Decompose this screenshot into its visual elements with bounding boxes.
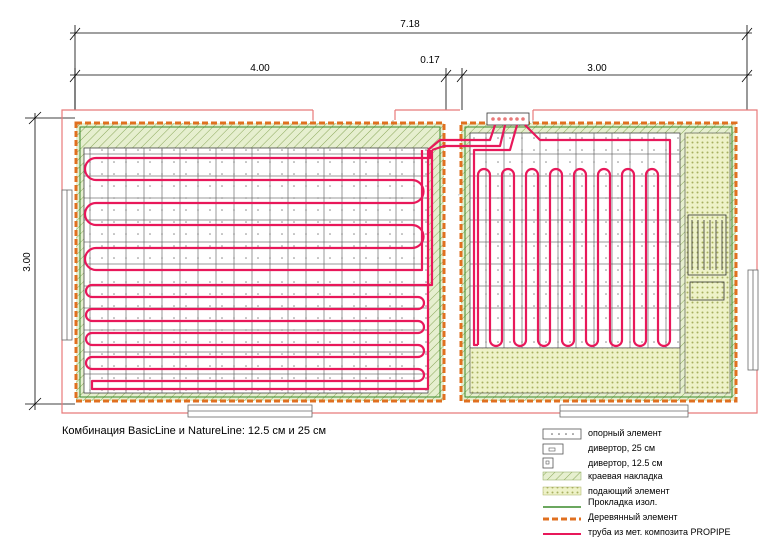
pipe-loop-left-lower xyxy=(84,150,434,391)
plan-caption: Комбинация BasicLine и NatureLine: 12.5 … xyxy=(62,425,327,437)
left-room xyxy=(74,121,446,403)
dim-left-width-label: 4.00 xyxy=(250,63,270,74)
pipe-feed-right-a xyxy=(524,124,672,175)
pipe-loop-right xyxy=(476,167,672,348)
dim-gap-label: 0.17 xyxy=(420,55,440,66)
heating-pipes xyxy=(83,124,672,391)
dim-height-label: 3.00 xyxy=(22,252,33,272)
legend-label: труба из мет. композита PROPIPE xyxy=(588,527,731,537)
manifold xyxy=(486,112,530,126)
legend-label: подающий элемент xyxy=(588,486,670,496)
legend-label: дивертор, 12.5 см xyxy=(588,458,663,468)
dimension-lines xyxy=(25,25,753,411)
dim-right-width-label: 3.00 xyxy=(587,63,607,74)
windows xyxy=(61,189,759,418)
outer-walls xyxy=(61,109,758,414)
pipe-feed-left-a xyxy=(427,124,497,151)
legend-label: опорный элемент xyxy=(588,428,662,438)
dim-total-label: 7.18 xyxy=(400,19,420,30)
pipe-feed-left-b xyxy=(431,124,507,152)
legend-label: Деревянный элемент xyxy=(588,512,678,522)
legend-label: дивертор, 25 см xyxy=(588,443,656,453)
legend-swatches xyxy=(542,428,582,535)
legend-label: Прокладка изол. xyxy=(588,497,658,507)
pipe-loop-left-upper xyxy=(83,150,432,272)
pipe-feed-right-b xyxy=(472,124,519,347)
legend-label: краевая накладка xyxy=(588,471,663,481)
